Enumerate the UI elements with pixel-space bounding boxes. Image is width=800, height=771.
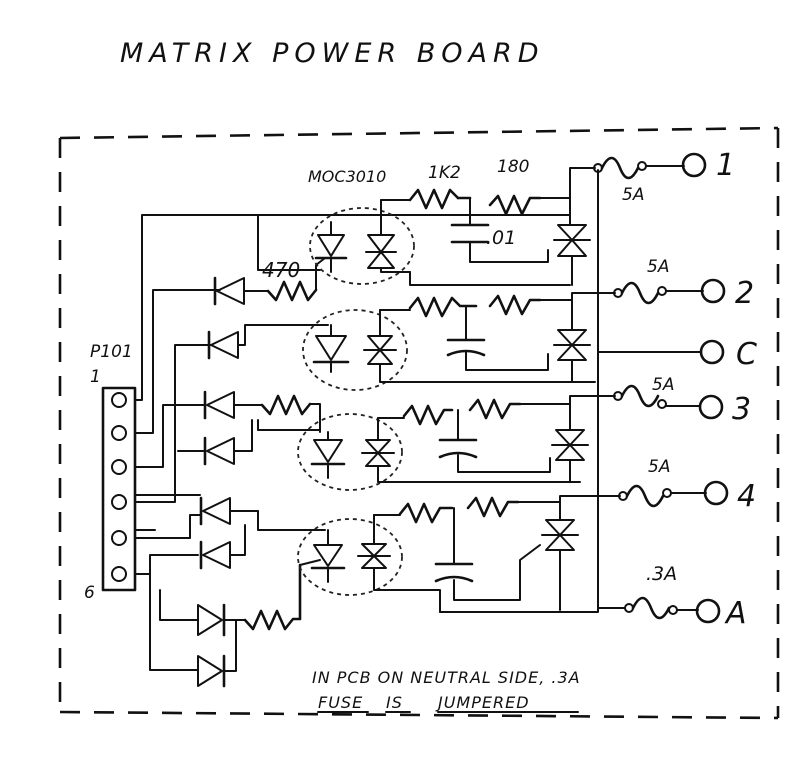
diode-1	[213, 276, 269, 306]
triac-3	[551, 395, 616, 483]
output-1-label: 1	[716, 148, 735, 183]
output-terminal-a	[695, 598, 721, 624]
output-terminal-3	[698, 394, 724, 420]
driver-chain-2	[379, 294, 596, 383]
note-jumpered: JUMPERED	[435, 693, 530, 712]
output-2-label: 2	[735, 276, 754, 311]
opto-wiring	[257, 214, 329, 566]
fuse-4-label: 5A	[648, 457, 670, 477]
fuse-2	[613, 281, 704, 305]
diode-6	[199, 524, 246, 570]
output-c-label: C	[736, 337, 757, 372]
input-resistors	[243, 280, 318, 631]
output-terminal-1	[681, 152, 707, 178]
board-border	[58, 126, 780, 720]
connector-pin-1-label: 1	[90, 367, 101, 387]
triac-4	[541, 495, 621, 611]
output-3-label: 3	[732, 392, 751, 427]
fuse-1-label: 5A	[622, 185, 644, 205]
note-is: IS	[386, 693, 403, 712]
opto-channel-4	[297, 514, 403, 596]
opto-channel-1	[309, 199, 415, 285]
output-4-label: 4	[737, 479, 756, 514]
fuse-a	[624, 596, 699, 620]
diode-2	[207, 324, 259, 360]
output-a-label: A	[724, 596, 747, 631]
diagram-title: MATRIX POWER BOARD	[120, 38, 545, 69]
diode-7	[197, 603, 246, 637]
output-terminal-c	[699, 339, 725, 365]
fuse-3-label: 5A	[652, 375, 674, 395]
resistor-1k2-label: 1K2	[428, 163, 461, 183]
resistor-180-label: 180	[497, 157, 529, 177]
opto-channel-2	[302, 309, 408, 391]
connector-pin-6-label: 6	[84, 583, 95, 603]
output-terminal-4	[703, 480, 729, 506]
common-bus	[439, 169, 701, 613]
triac-1	[553, 167, 596, 286]
optocoupler-label: MOC3010	[308, 167, 386, 186]
fuse-4	[618, 484, 707, 508]
capacitor-label: .01	[486, 227, 516, 249]
note-line-1: IN PCB ON NEUTRAL SIDE, .3A	[312, 668, 581, 687]
diode-4	[177, 419, 253, 466]
connector-label: P101	[90, 342, 133, 362]
connector-wiring	[134, 214, 571, 671]
diode-5	[199, 496, 259, 526]
opto-channel-3	[297, 413, 403, 491]
driver-chain-3	[377, 398, 581, 483]
output-terminal-2	[700, 278, 726, 304]
fuse-2-label: 5A	[647, 257, 669, 277]
fuse-a-label: .3A	[646, 563, 677, 585]
fuse-3	[613, 384, 701, 409]
fuse-1	[593, 156, 685, 180]
connector-p101	[101, 386, 137, 592]
diode-3	[203, 390, 263, 420]
note-fuse: FUSE	[318, 693, 363, 712]
diode-8	[197, 619, 237, 688]
triac-2	[553, 292, 616, 383]
driver-chain-1	[380, 188, 571, 286]
